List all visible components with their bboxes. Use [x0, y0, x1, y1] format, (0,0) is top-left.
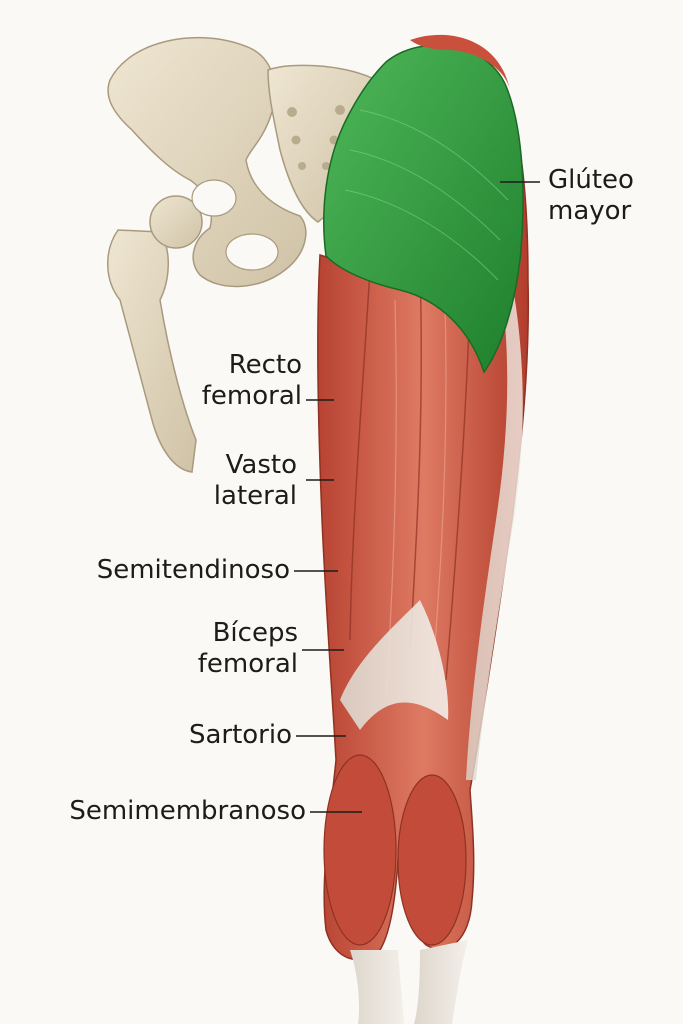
tensor-fasciae-strip [410, 34, 510, 90]
label-semimembranoso: Semimembranoso [69, 796, 306, 827]
label-sartorio-line1: Sartorio [188, 720, 292, 750]
label-vasto-line1: Vasto [225, 450, 297, 480]
label-biceps-line2: femoral [197, 649, 298, 679]
label-gluteo-line2: mayor [548, 196, 632, 226]
label-biceps-line1: Bíceps [212, 618, 298, 648]
label-semimembranoso-line1: Semimembranoso [69, 796, 306, 826]
label-semitendinoso: Semitendinoso [97, 555, 290, 586]
femur-bone [107, 195, 203, 473]
gluteus-maximus-muscle [323, 44, 524, 374]
label-recto-line2: femoral [201, 381, 302, 411]
label-vasto-line2: lateral [213, 481, 297, 511]
label-recto-femoral: Recto femoral [202, 350, 302, 412]
tendons [340, 280, 523, 1024]
label-gluteo-mayor: Glúteo mayor [548, 165, 634, 227]
pelvis-bone [107, 36, 307, 288]
label-semitendinoso-line1: Semitendinoso [96, 555, 290, 585]
label-vasto-lateral: Vasto lateral [214, 450, 297, 512]
label-biceps-femoral: Bíceps femoral [198, 618, 298, 680]
label-recto-line1: Recto [228, 350, 302, 380]
label-gluteo-line1: Glúteo [548, 165, 634, 195]
label-sartorio: Sartorio [189, 720, 292, 751]
